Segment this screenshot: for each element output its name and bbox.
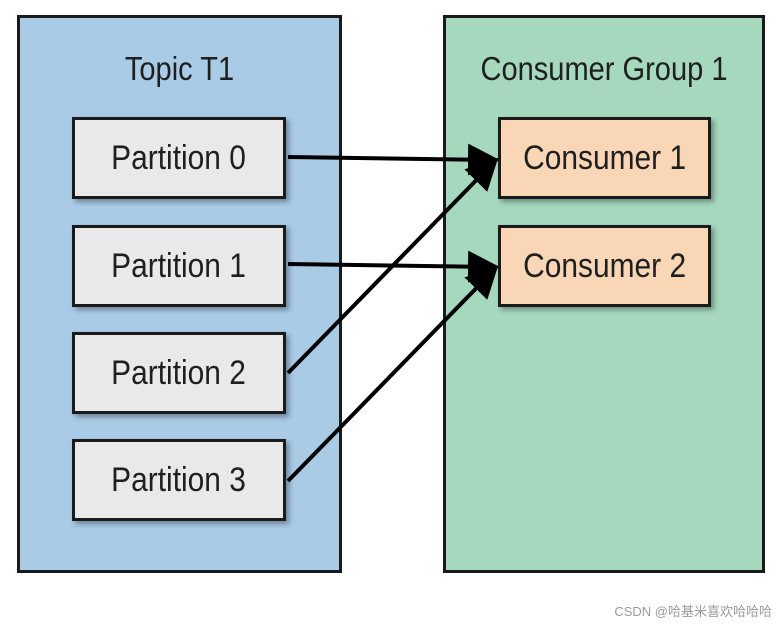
partition-2-label: Partition 2: [111, 353, 247, 392]
partition-1-box: Partition 1: [72, 225, 286, 307]
consumer-1-label: Consumer 1: [523, 138, 686, 177]
watermark: CSDN @哈基米喜欢哈哈哈: [614, 604, 772, 619]
consumer-2-label: Consumer 2: [523, 246, 686, 285]
partition-2-box: Partition 2: [72, 332, 286, 414]
partition-1-label: Partition 1: [111, 246, 247, 285]
consumer-1-box: Consumer 1: [498, 117, 711, 199]
partition-3-label: Partition 3: [111, 460, 247, 499]
consumer-group-title: Consumer Group 1: [480, 50, 728, 87]
consumer-2-box: Consumer 2: [498, 225, 711, 307]
partition-0-label: Partition 0: [111, 138, 247, 177]
topic-title: Topic T1: [124, 50, 235, 87]
partition-3-box: Partition 3: [72, 439, 286, 521]
partition-0-box: Partition 0: [72, 117, 286, 199]
